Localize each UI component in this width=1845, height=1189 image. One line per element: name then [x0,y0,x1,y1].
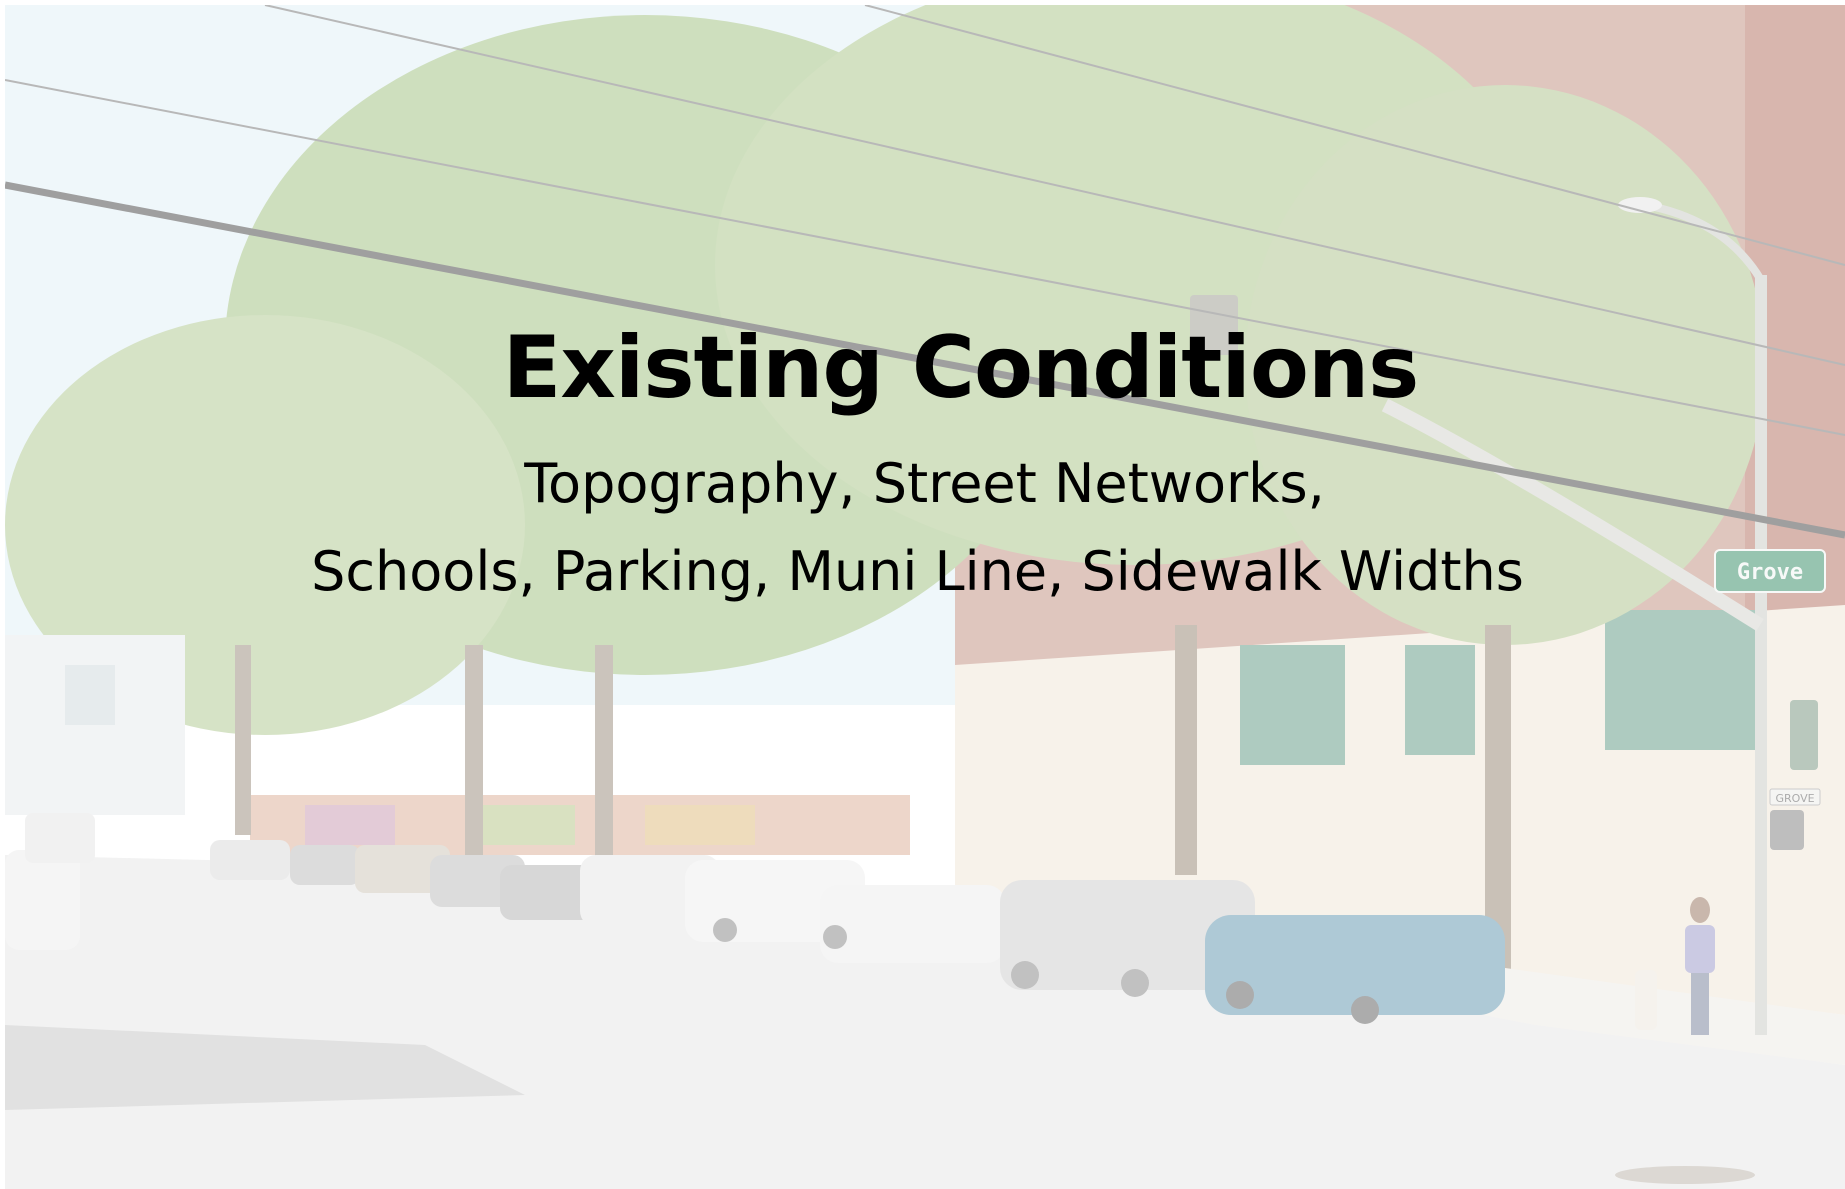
mural-detail [475,805,575,845]
car-wheel [713,918,737,942]
pickup-truck [25,813,95,863]
traffic-signal-arm [1381,398,1764,631]
car-wheel [1011,961,1039,989]
power-line [5,181,1845,539]
road [5,855,1845,1189]
residential-window [65,665,115,725]
street-light-pole [1755,275,1767,1035]
street-sign-text: Grove [1737,560,1803,585]
street-photo-illustration: Grove GROVE [5,5,1845,1189]
pedestrian-signal [1770,810,1804,850]
building-window [1405,645,1475,755]
pedestrian-body [1685,925,1715,973]
parked-car [500,865,595,920]
building-window [1605,610,1755,750]
building-window [1240,645,1345,765]
road-shadow [5,1025,525,1110]
manhole-cover [1615,1166,1755,1184]
small-street-sign-text: GROVE [1775,792,1814,805]
street-photo: Grove GROVE [5,5,1845,1189]
pedestrian-head [1690,897,1710,923]
mural-detail [305,805,395,845]
traffic-signal [1790,700,1818,770]
street-sign-grove [1714,549,1826,593]
power-line [264,5,1845,366]
power-line [864,5,1845,266]
parked-car [820,885,1005,963]
parked-car [355,845,450,893]
moving-car [5,850,80,950]
parked-car [210,840,290,880]
tree-trunk [465,645,483,865]
fire-hydrant [1635,970,1657,1030]
mural-detail [645,805,755,845]
car-wheel [1121,969,1149,997]
photo-fade-overlay [5,5,1845,1189]
car-wheel [823,925,847,949]
pedestrian-legs [1691,973,1709,1035]
car-wheel [1351,996,1379,1024]
street-light-head [1618,197,1662,213]
tree-canopy [1245,85,1765,645]
car-wheel [1226,981,1254,1009]
parked-van [1000,880,1255,990]
tree-canopy [5,315,525,735]
tree-trunk [595,645,613,875]
small-street-sign [1769,788,1821,806]
parked-car [290,845,360,885]
street-light-arm [1644,201,1765,283]
parked-car-blue [1205,915,1505,1015]
tree-trunk [1175,625,1197,875]
power-line [5,79,1845,436]
tree-trunk [235,645,251,835]
